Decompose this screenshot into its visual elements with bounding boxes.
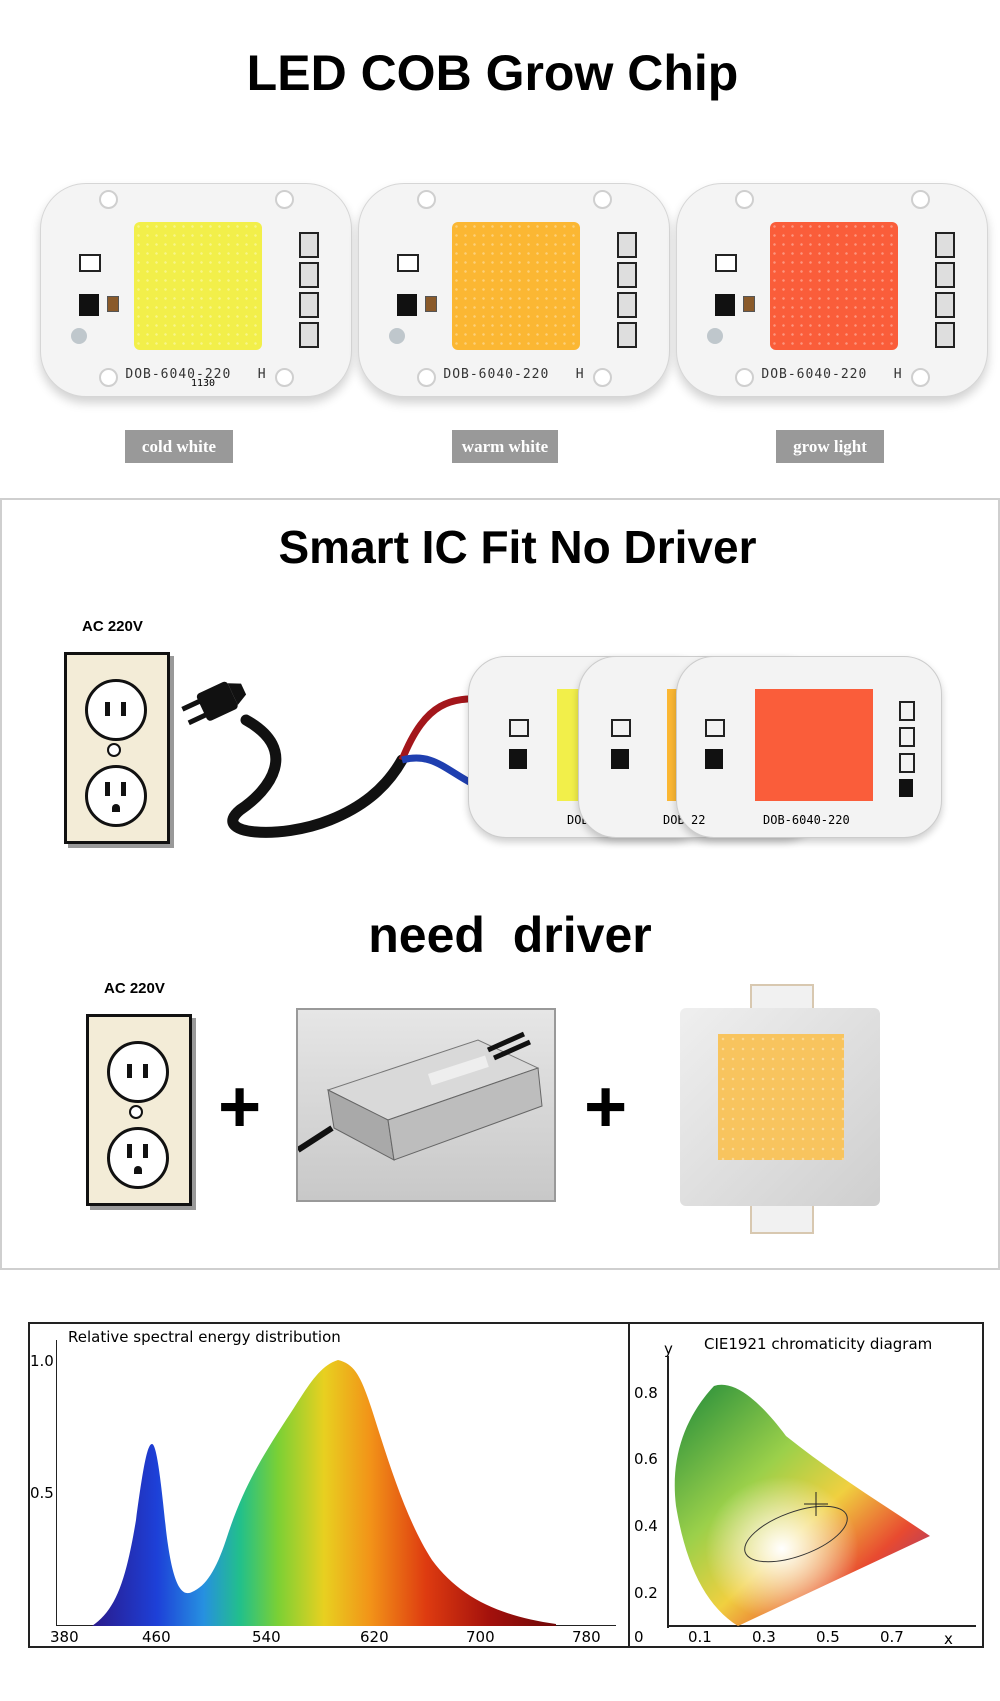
chip-warm-white: DOB-6040-220 H xyxy=(358,183,670,397)
voltage-label: AC 220V xyxy=(104,980,165,997)
chip-grow-light: DOB-6040-220 H xyxy=(676,183,988,397)
led-driver-image xyxy=(296,1008,556,1202)
cie-x-label: x xyxy=(944,1630,953,1648)
cob-chip-image xyxy=(680,984,880,1234)
chip-mark: H xyxy=(257,367,267,382)
chip-model: DOB-6040-220 xyxy=(443,367,550,382)
x-tick: 540 xyxy=(252,1628,281,1646)
chip-model: DOB-6040-220 xyxy=(763,813,850,827)
cie-origin: 0 xyxy=(634,1628,644,1646)
spectrum-title: Relative spectral energy distribution xyxy=(68,1328,341,1346)
x-tick: 380 xyxy=(50,1628,79,1646)
x-tick: 620 xyxy=(360,1628,389,1646)
y-tick: 1.0 xyxy=(30,1352,54,1370)
smart-ic-title: Smart IC Fit No Driver xyxy=(278,521,757,573)
x-tick: 0.1 xyxy=(688,1628,712,1646)
plus-sign: + xyxy=(218,1065,262,1148)
y-tick: 0.5 xyxy=(30,1484,54,1502)
need-driver-title: need driver xyxy=(368,907,652,963)
chip-model: DOB-6040-220 xyxy=(761,367,868,382)
x-tick: 780 xyxy=(572,1628,601,1646)
label-grow-light: grow light xyxy=(776,430,884,463)
x-tick: 0.7 xyxy=(880,1628,904,1646)
label-cold-white: cold white xyxy=(125,430,233,463)
wall-outlet-icon xyxy=(64,652,170,844)
wall-outlet-icon xyxy=(86,1014,192,1206)
y-tick: 0.4 xyxy=(634,1517,658,1535)
y-tick: 0.6 xyxy=(634,1450,658,1468)
page-title: LED COB Grow Chip xyxy=(246,45,739,101)
x-tick: 700 xyxy=(466,1628,495,1646)
chip-code: 1130 xyxy=(191,378,216,389)
led-emitter xyxy=(452,222,580,350)
x-tick: 0.3 xyxy=(752,1628,776,1646)
spectrum-curve xyxy=(56,1340,616,1626)
power-cord-icon xyxy=(181,681,502,838)
chip-mark: H xyxy=(893,367,903,382)
cie-diagram xyxy=(667,1356,976,1628)
y-tick: 0.2 xyxy=(634,1584,658,1602)
x-tick: 460 xyxy=(142,1628,171,1646)
driver-comparison-panel xyxy=(0,498,1000,1270)
chip-code: 22 xyxy=(691,813,706,827)
chip-model: DOB-6040-220 xyxy=(125,367,232,382)
chip-cold-white: DOB-6040-220 H 1130 xyxy=(40,183,352,397)
chip-mark: H xyxy=(575,367,585,382)
voltage-label: AC 220V xyxy=(82,618,143,635)
cie-y-label: y xyxy=(664,1340,673,1358)
chip-grow-light-small: 22 DOB-6040-220 xyxy=(676,656,942,838)
cie-title: CIE1921 chromaticity diagram xyxy=(704,1335,933,1353)
y-tick: 0.8 xyxy=(634,1384,658,1402)
label-warm-white: warm white xyxy=(452,430,558,463)
led-emitter xyxy=(134,222,262,350)
x-tick: 0.5 xyxy=(816,1628,840,1646)
led-emitter xyxy=(770,222,898,350)
plus-sign: + xyxy=(584,1065,628,1148)
